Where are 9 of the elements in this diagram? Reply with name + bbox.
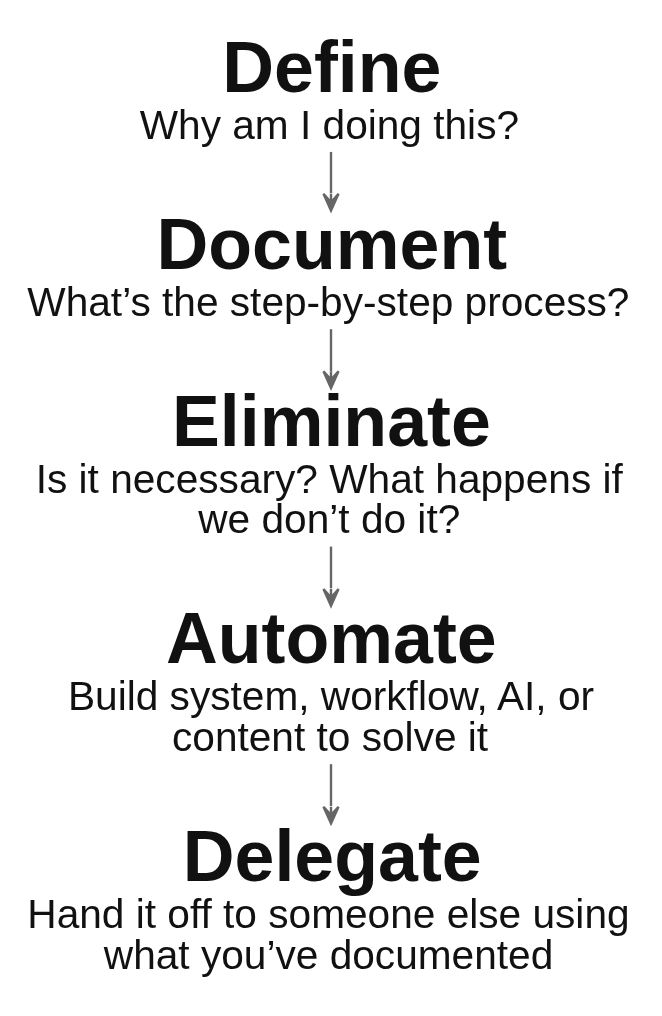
arrow — [322, 764, 340, 825]
node-text: Document What’s the step-by-step process? — [27, 203, 630, 325]
arrow — [322, 151, 340, 212]
node-text: Delegate Hand it off to someone else using what you’ve documented — [27, 816, 630, 978]
node-text: Define Why am I doing this? — [139, 26, 520, 148]
arrow — [322, 329, 340, 390]
node-text: Eliminate Is it necessary? What happens if we don’t do it? — [35, 380, 623, 543]
node-text: Automate Build system, workflow, AI, or content to solve it — [67, 598, 595, 760]
arrow — [322, 546, 340, 608]
